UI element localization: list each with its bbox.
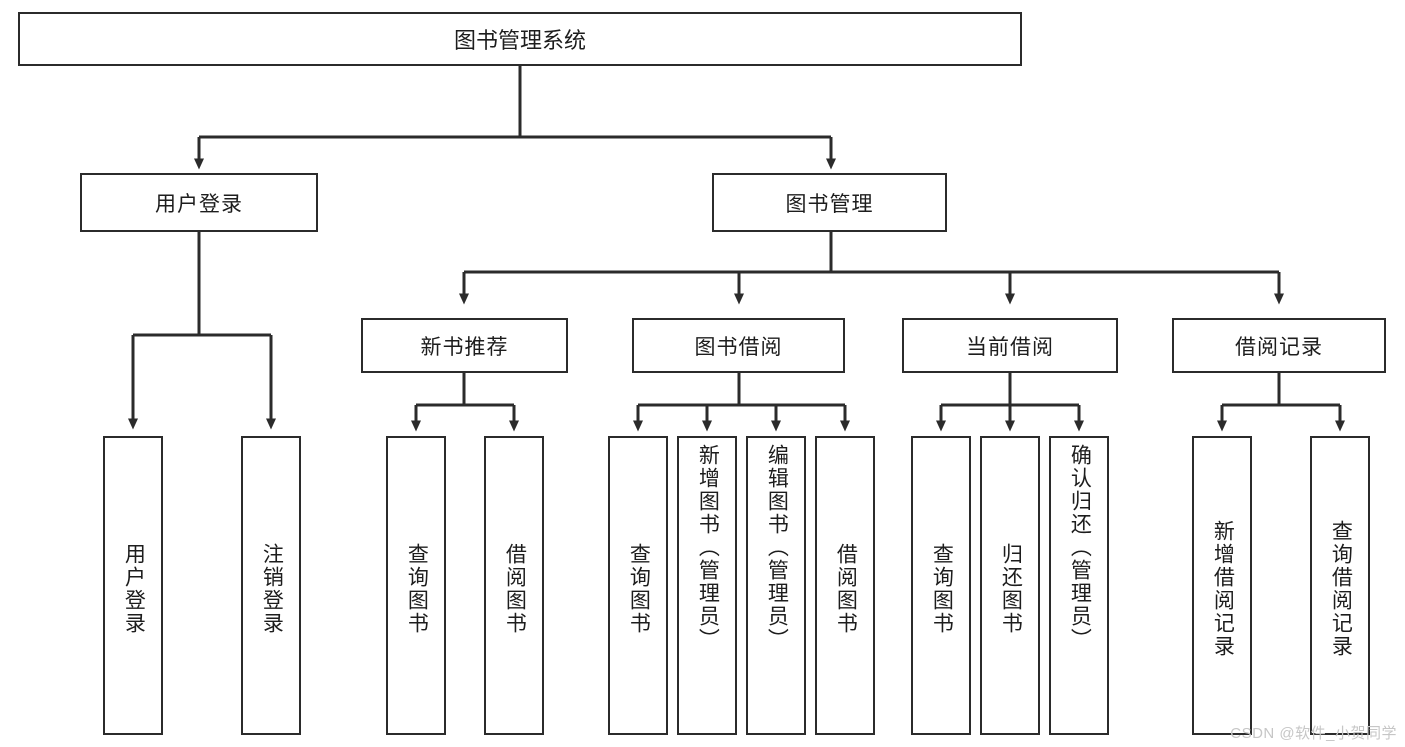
node-label: 查询图书 [627,542,651,635]
node-label: 新增借阅记录 [1211,519,1235,658]
leaf-record-query-record[interactable]: 查询借阅记录 [1310,436,1370,735]
leaf-user-login-login[interactable]: 用户登录 [103,436,163,735]
node-borrow-record[interactable]: 借阅记录 [1172,318,1386,373]
leaf-borrow-query-book[interactable]: 查询图书 [608,436,668,735]
node-label: 图书管理系统 [453,28,586,53]
leaf-current-return-book[interactable]: 归还图书 [980,436,1040,735]
node-label: 注销登录 [260,542,284,635]
leaf-borrow-edit-book-admin[interactable]: 编辑图书（管理员） [746,436,806,735]
node-label: 借阅图书 [503,542,527,635]
node-label: 编辑图书（管理员） [765,444,789,651]
node-label: 新书推荐 [420,335,509,359]
node-user-login[interactable]: 用户登录 [80,173,318,232]
node-book-borrow[interactable]: 图书借阅 [632,318,845,373]
node-new-book-recommend[interactable]: 新书推荐 [361,318,568,373]
node-book-management[interactable]: 图书管理 [712,173,947,232]
leaf-recommend-borrow-book[interactable]: 借阅图书 [484,436,544,735]
node-label: 图书管理 [785,192,874,216]
leaf-recommend-query-book[interactable]: 查询图书 [386,436,446,735]
node-label: 用户登录 [122,542,146,635]
node-label: 借阅记录 [1235,335,1323,359]
node-label: 查询图书 [405,542,429,635]
node-label: 确认归还（管理员） [1068,444,1092,651]
node-label: 当前借阅 [966,335,1054,359]
node-label: 新增图书（管理员） [696,444,720,651]
leaf-user-login-logout[interactable]: 注销登录 [241,436,301,735]
node-label: 借阅图书 [834,542,858,635]
csdn-watermark: CSDN @软件_小贺同学 [1230,725,1397,742]
node-current-borrow[interactable]: 当前借阅 [902,318,1118,373]
leaf-borrow-add-book-admin[interactable]: 新增图书（管理员） [677,436,737,735]
node-root-system[interactable]: 图书管理系统 [18,12,1022,66]
leaf-record-add-record[interactable]: 新增借阅记录 [1192,436,1252,735]
node-label: 图书借阅 [694,335,783,359]
leaf-current-confirm-return-admin[interactable]: 确认归还（管理员） [1049,436,1109,735]
leaf-current-query-book[interactable]: 查询图书 [911,436,971,735]
leaf-borrow-borrow-book[interactable]: 借阅图书 [815,436,875,735]
node-label: 查询借阅记录 [1329,519,1353,658]
node-label: 查询图书 [930,542,954,635]
node-label: 归还图书 [999,542,1023,635]
node-label: 用户登录 [155,192,243,216]
